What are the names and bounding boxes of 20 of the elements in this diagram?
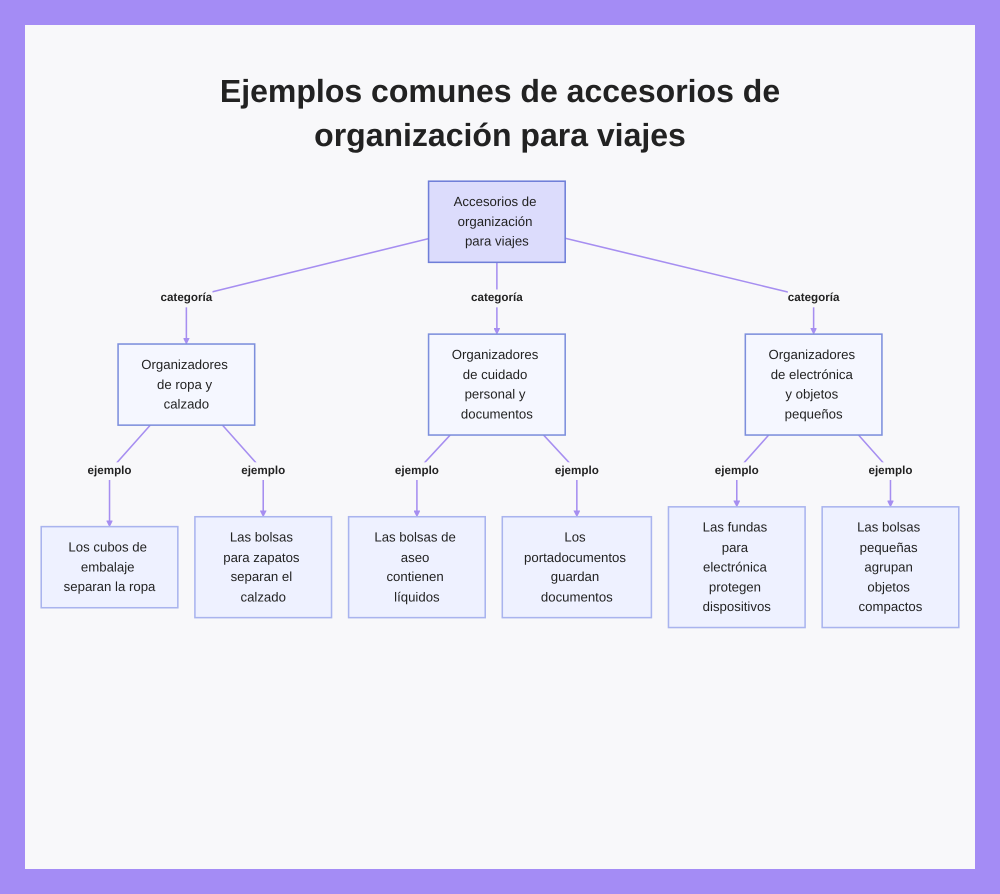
node-box: Organizadores de cuidado personal y documentos bbox=[428, 333, 566, 436]
diagram-title: Ejemplos comunes de accesorios de organización para viajes bbox=[218, 72, 782, 155]
node-box: Las fundas para electrónica protegen dispositivos bbox=[668, 506, 806, 628]
edge-label: ejemplo bbox=[554, 464, 599, 477]
node-box: Organizadores de electrónica y objetos pequeños bbox=[744, 333, 883, 436]
edge-label: categoría bbox=[788, 291, 840, 304]
edge-label: ejemplo bbox=[241, 464, 286, 477]
edge-label: categoría bbox=[160, 291, 212, 304]
edge-label: categoría bbox=[470, 291, 523, 304]
node-box: Accesorios de organización para viajes bbox=[428, 180, 566, 264]
node-box: Organizadores de ropa y calzado bbox=[117, 343, 256, 426]
edge-label: ejemplo bbox=[394, 464, 439, 477]
node-box: Las bolsas para zapatos separan el calzado bbox=[194, 516, 332, 618]
edge-label: ejemplo bbox=[868, 464, 912, 477]
node-box: Las bolsas pequeñas agrupan objetos compactos bbox=[821, 506, 960, 628]
node-box: Los cubos de embalaje separan la ropa bbox=[40, 526, 179, 609]
node-box: Los portadocumentos guardan documentos bbox=[502, 516, 652, 618]
node-box: Las bolsas de aseo contienen líquidos bbox=[348, 516, 486, 618]
edge-label: ejemplo bbox=[88, 464, 132, 477]
edge-label: ejemplo bbox=[714, 464, 759, 477]
